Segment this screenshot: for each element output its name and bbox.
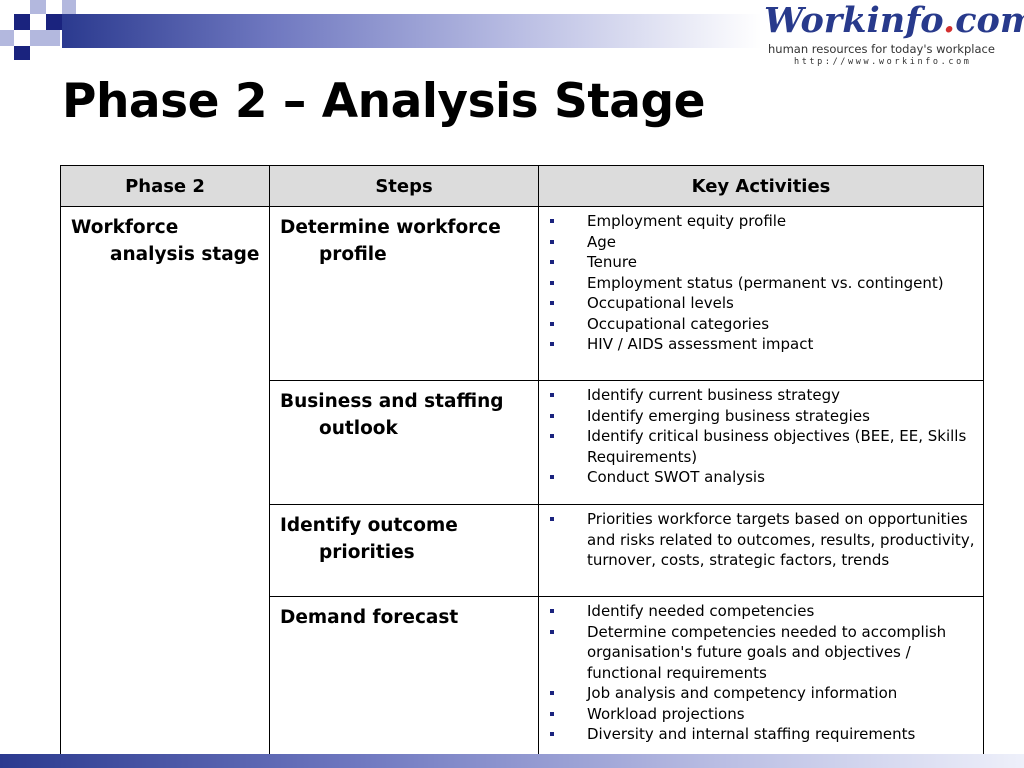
activity-item: Tenure <box>547 252 979 273</box>
table-body: Workforce analysis stage Determine workf… <box>60 206 984 759</box>
table-row: Demand forecast Identify needed competen… <box>61 596 984 759</box>
activity-item: Employment equity profile <box>547 211 979 232</box>
activity-item: Diversity and internal staffing requirem… <box>547 724 979 745</box>
table-header-row: Phase 2 Steps Key Activities <box>60 165 984 207</box>
activity-item: HIV / AIDS assessment impact <box>547 334 979 355</box>
header-steps: Steps <box>269 165 539 207</box>
activity-item: Priorities workforce targets based on op… <box>547 509 979 571</box>
activity-item: Identify current business strategy <box>547 385 979 406</box>
activity-item: Identify critical business objectives (B… <box>547 426 979 467</box>
activity-item: Workload projections <box>547 704 979 725</box>
header-key-activities: Key Activities <box>538 165 984 207</box>
activity-item: Identify emerging business strategies <box>547 406 979 427</box>
decor-square <box>46 30 60 46</box>
step-cell: Business and staffing outlook <box>269 380 539 505</box>
activity-item: Occupational levels <box>547 293 979 314</box>
step-cell: Demand forecast <box>269 596 539 759</box>
table-row: Workforce analysis stage Determine workf… <box>60 206 984 759</box>
activity-item: Conduct SWOT analysis <box>547 467 979 488</box>
decor-square <box>46 14 62 30</box>
activity-item: Age <box>547 232 979 253</box>
logo-wordmark: Workinfo.com <box>764 0 1024 41</box>
activity-item: Determine competencies needed to accompl… <box>547 622 979 684</box>
decor-square <box>14 14 30 30</box>
workinfo-logo: Workinfo.com human resources for today's… <box>760 0 1024 70</box>
activity-item: Employment status (permanent vs. conting… <box>547 273 979 294</box>
table-row: Business and staffing outlook Identify c… <box>61 380 984 505</box>
decor-square <box>30 0 46 14</box>
footer-gradient-bar <box>0 754 1024 768</box>
logo-tagline: human resources for today's workplace <box>768 42 995 56</box>
step-cell: Determine workforce profile <box>269 206 539 381</box>
activities-cell: Priorities workforce targets based on op… <box>538 504 984 597</box>
analysis-table: Phase 2 Steps Key Activities Workforce a… <box>60 165 984 759</box>
header-phase: Phase 2 <box>60 165 270 207</box>
slide-title: Phase 2 – Analysis Stage <box>62 74 706 129</box>
activity-list: Priorities workforce targets based on op… <box>547 509 979 571</box>
activity-item: Occupational categories <box>547 314 979 335</box>
header-gradient-bar <box>62 14 762 48</box>
phase-cell: Workforce analysis stage <box>60 206 270 759</box>
step-cell: Identify outcome priorities <box>269 504 539 597</box>
activity-item: Job analysis and competency information <box>547 683 979 704</box>
logo-url: http://www.workinfo.com <box>794 57 972 67</box>
table-row: Identify outcome priorities Priorities w… <box>61 504 984 597</box>
activity-item: Identify needed competencies <box>547 601 979 622</box>
decor-square <box>62 0 76 14</box>
decor-square <box>14 46 30 60</box>
decor-square <box>0 30 14 46</box>
decor-square <box>30 30 46 46</box>
